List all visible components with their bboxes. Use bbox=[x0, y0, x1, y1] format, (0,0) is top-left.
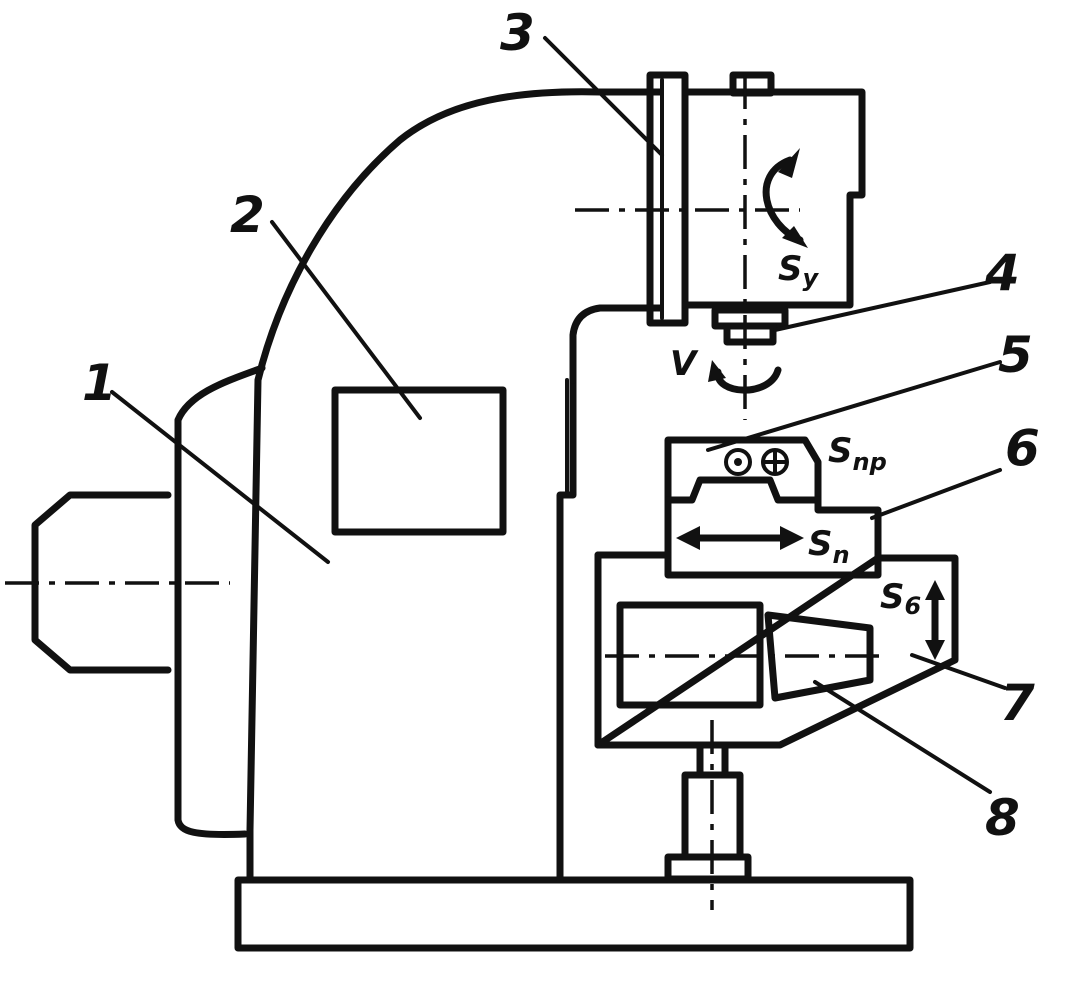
feed-arrow-sn-left bbox=[676, 526, 700, 550]
callout-7: 7 bbox=[1000, 674, 1035, 732]
column-body bbox=[246, 88, 664, 884]
label-sy: Sy bbox=[778, 249, 820, 292]
callout-4: 4 bbox=[984, 244, 1020, 302]
saddle bbox=[664, 496, 882, 579]
label-sv-main: S bbox=[880, 577, 905, 617]
callout-8: 8 bbox=[985, 789, 1020, 847]
callout-6: 6 bbox=[1005, 419, 1040, 477]
spindle-head-guide bbox=[646, 71, 689, 327]
feed-arrow-sn-right bbox=[780, 526, 804, 550]
rotation-arrow-sy-tail bbox=[782, 226, 808, 248]
feed-arrow-sv-up bbox=[925, 580, 945, 600]
base-plate bbox=[234, 876, 914, 952]
callout-2: 2 bbox=[230, 186, 265, 244]
motor-housing bbox=[174, 364, 266, 838]
cutter bbox=[723, 322, 777, 346]
feed-arrow-sv-down bbox=[925, 640, 945, 660]
leader-8 bbox=[813, 680, 992, 794]
vise-screw-left bbox=[724, 448, 752, 476]
label-sy-sub: y bbox=[803, 264, 820, 292]
spindle-top-cap bbox=[729, 71, 775, 97]
leader-4 bbox=[773, 280, 992, 332]
table-vise bbox=[664, 436, 822, 504]
control-panel bbox=[331, 386, 507, 536]
callout-1: 1 bbox=[82, 354, 117, 412]
leader-7 bbox=[910, 653, 1007, 690]
leader-3 bbox=[543, 36, 664, 157]
callout-3: 3 bbox=[500, 4, 535, 62]
leader-1 bbox=[110, 390, 330, 564]
label-spr-main: S bbox=[828, 431, 853, 471]
label-v: V bbox=[670, 344, 699, 384]
spindle-head bbox=[681, 88, 866, 309]
label-sy-main: S bbox=[778, 249, 803, 289]
knee bbox=[594, 551, 959, 749]
label-sn: Sn bbox=[808, 524, 850, 569]
elevating-screw-base bbox=[664, 853, 752, 883]
leader-5 bbox=[706, 360, 1002, 452]
feed-gearbox-nose bbox=[764, 611, 874, 702]
label-spr-sub: np bbox=[853, 448, 887, 476]
label-sn-main: S bbox=[808, 524, 833, 564]
callout-5: 5 bbox=[998, 326, 1033, 384]
leader-2 bbox=[270, 220, 422, 420]
label-sv: S6 bbox=[880, 577, 921, 620]
label-sv-sub: 6 bbox=[905, 592, 922, 620]
vise-screw-left-center bbox=[734, 458, 742, 466]
rotation-arrow-v bbox=[714, 366, 782, 394]
rotation-arrow-v-head bbox=[708, 360, 726, 382]
label-sn-sub: n bbox=[833, 541, 850, 569]
leader-6 bbox=[870, 468, 1002, 520]
column-ram-curve bbox=[569, 304, 664, 384]
label-spr: Snp bbox=[828, 431, 887, 476]
rotation-arrow-sy-head bbox=[778, 148, 800, 178]
